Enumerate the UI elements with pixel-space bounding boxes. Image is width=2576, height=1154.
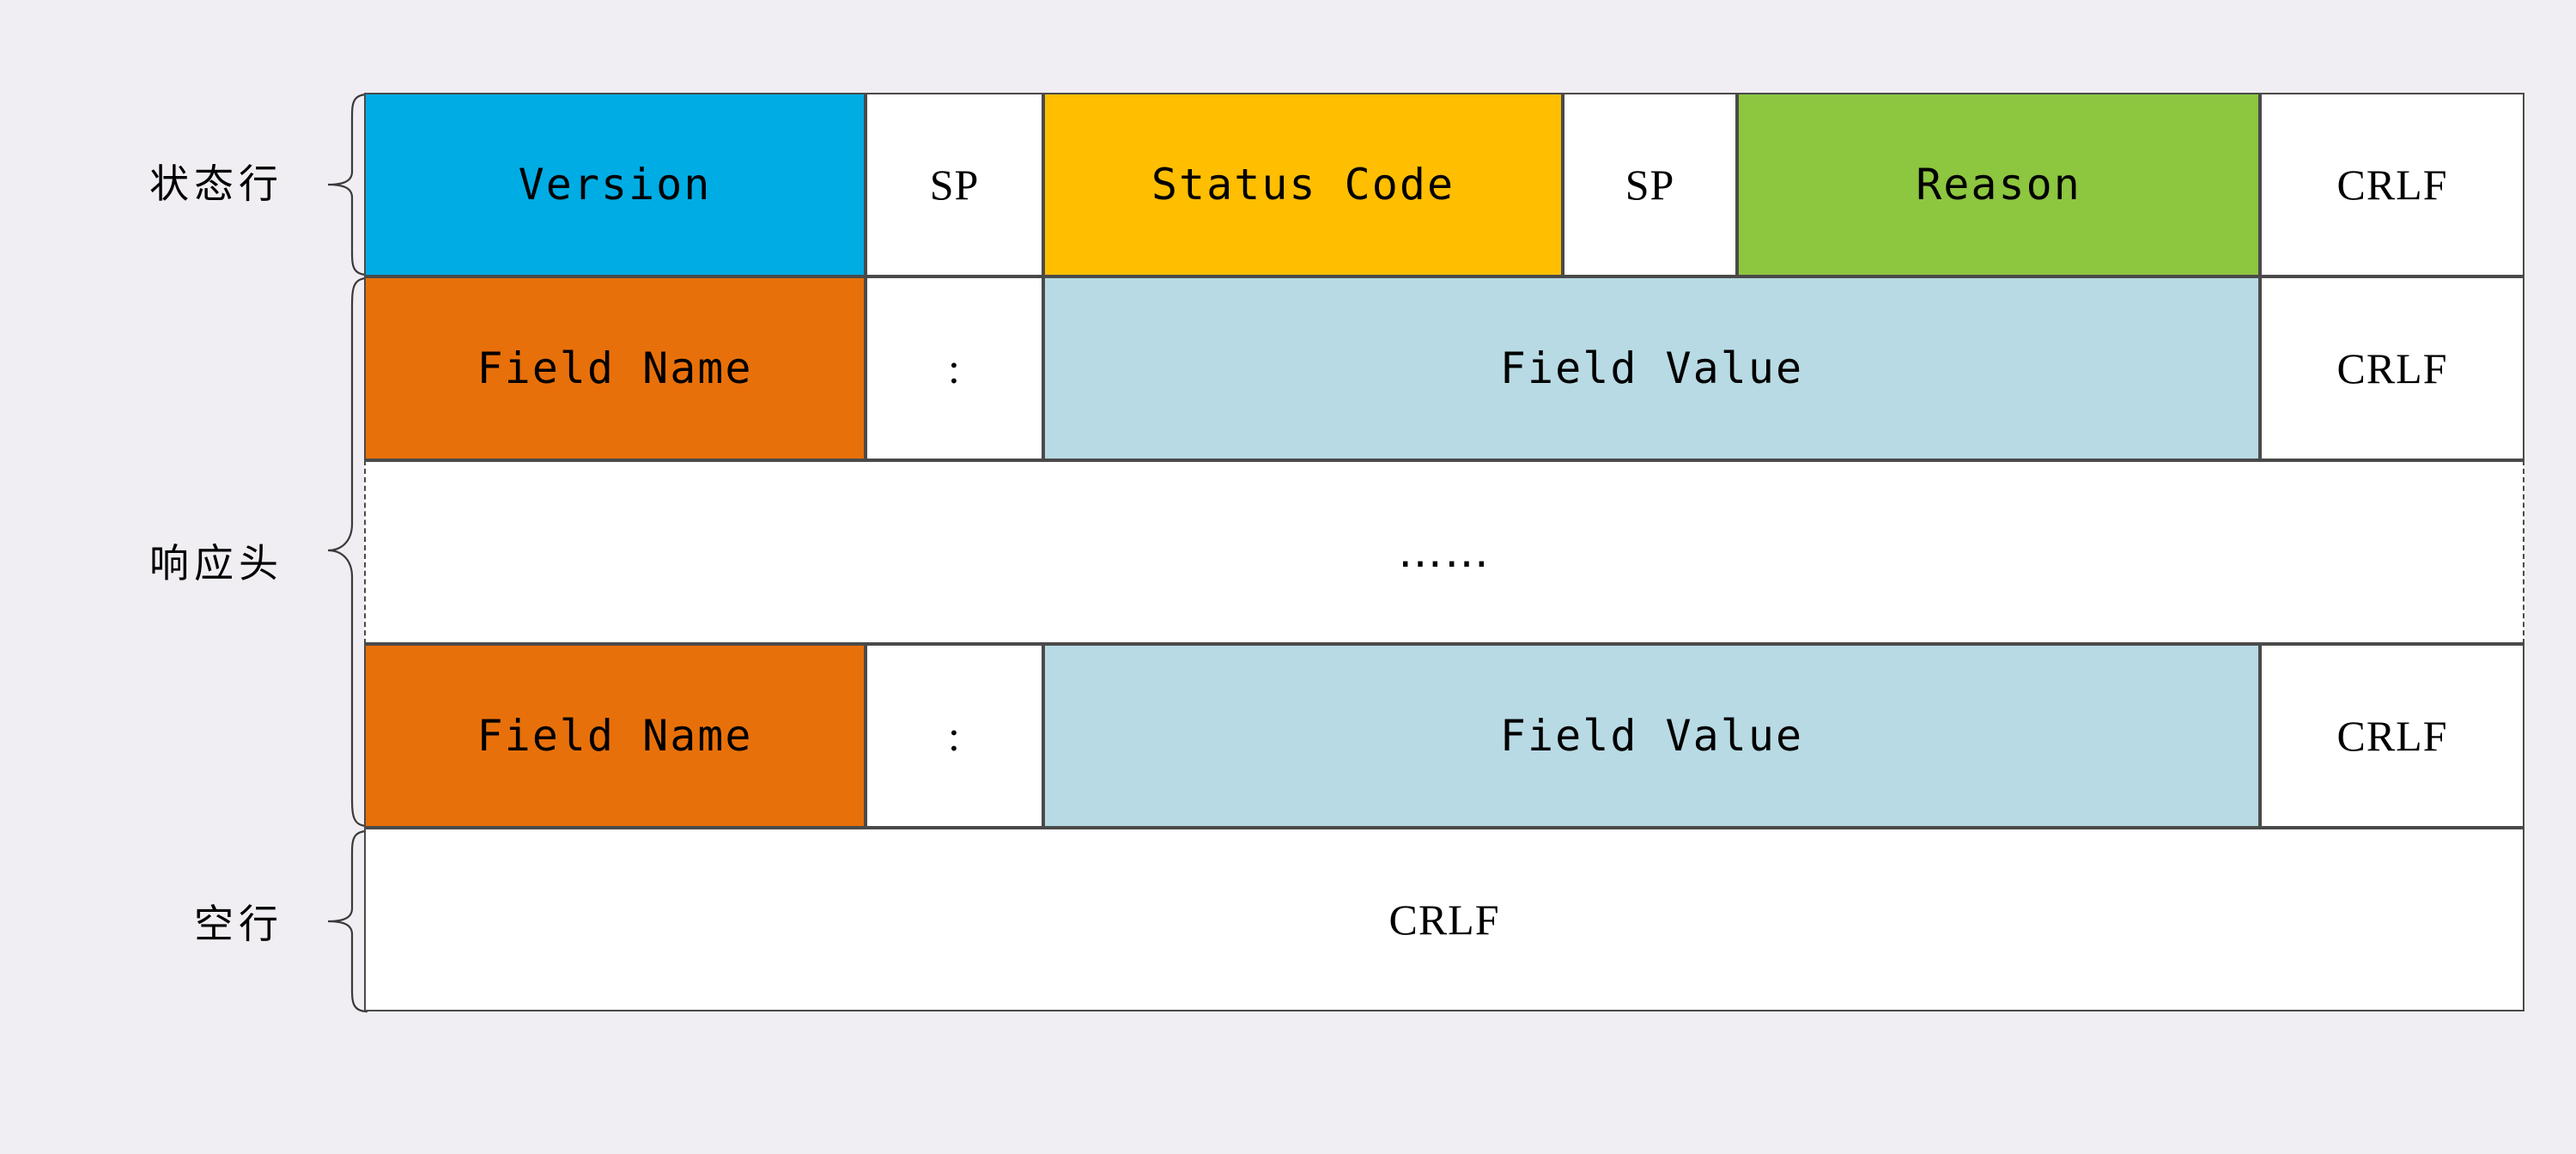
cell-field-value-1: Field Value <box>1043 276 2260 460</box>
cell-crlf-status-line-text: CRLF <box>2336 161 2448 209</box>
cell-crlf-status-line: CRLF <box>2260 93 2524 276</box>
label-status-line: 状态行 <box>149 161 283 207</box>
cell-field-value-2: Field Value <box>1043 644 2260 828</box>
cell-sp-2: SP <box>1563 93 1737 276</box>
cell-crlf-blank-line: CRLF <box>364 828 2524 1011</box>
cell-sp-1-text: SP <box>929 161 980 209</box>
label-blank-line: 空行 <box>194 901 283 947</box>
cell-field-name-1-text: Field Name <box>477 343 753 393</box>
label-response-headers: 响应头 <box>149 540 283 586</box>
cell-crlf-blank-line-text: CRLF <box>1388 896 1500 944</box>
cell-ellipsis-row: …… <box>364 460 2524 644</box>
cell-status-code-text: Status Code <box>1151 160 1455 210</box>
cell-version: Version <box>364 93 866 276</box>
cell-crlf-header-1-text: CRLF <box>2336 344 2448 392</box>
cell-colon-1-text: : <box>948 344 961 392</box>
cell-colon-1: : <box>866 276 1043 460</box>
cell-sp-1: SP <box>866 93 1043 276</box>
cell-crlf-header-2: CRLF <box>2260 644 2524 828</box>
brace-status-line <box>327 93 368 276</box>
cell-crlf-header-2-text: CRLF <box>2336 712 2448 760</box>
cell-field-value-2-text: Field Value <box>1499 711 1804 761</box>
cell-field-name-2: Field Name <box>364 644 866 828</box>
cell-field-name-2-text: Field Name <box>477 711 753 761</box>
cell-reason: Reason <box>1737 93 2260 276</box>
cell-status-code: Status Code <box>1043 93 1563 276</box>
ellipsis-text: …… <box>1398 526 1491 578</box>
cell-reason-text: Reason <box>1916 160 2081 210</box>
cell-sp-2-text: SP <box>1625 161 1675 209</box>
cell-colon-2-text: : <box>948 712 961 760</box>
cell-field-name-1: Field Name <box>364 276 866 460</box>
brace-blank-line <box>327 829 368 1013</box>
cell-field-value-1-text: Field Value <box>1499 343 1804 393</box>
brace-response-headers <box>327 276 368 828</box>
cell-colon-2: : <box>866 644 1043 828</box>
cell-crlf-header-1: CRLF <box>2260 276 2524 460</box>
cell-version-text: Version <box>518 160 712 210</box>
